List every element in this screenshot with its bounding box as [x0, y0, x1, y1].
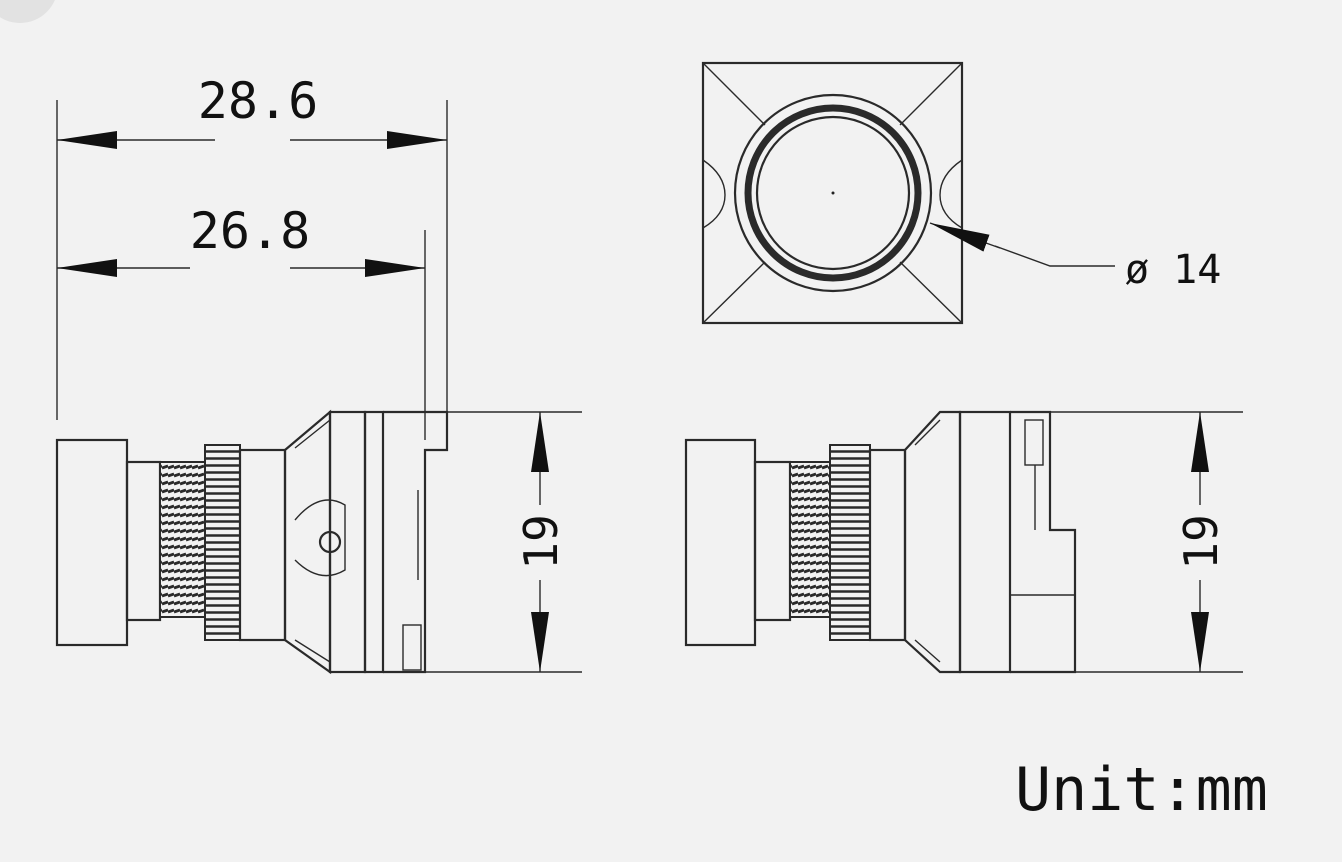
rear-body	[383, 410, 449, 674]
collar	[238, 448, 287, 642]
dim-overall-length: 28.6	[198, 72, 318, 130]
lens-thread	[159, 461, 206, 618]
right-dimensions: 19	[940, 411, 1243, 673]
dim-height-right: 19	[1174, 514, 1228, 569]
body-block	[328, 410, 367, 674]
left-dimensions: 28.6 26.8 19	[56, 72, 582, 673]
focus-ring	[204, 444, 241, 641]
right-side-view	[684, 410, 1077, 674]
corner-circle	[0, 0, 55, 23]
body-taper	[283, 409, 332, 675]
dim-height-left: 19	[514, 514, 568, 569]
left-side-view	[55, 409, 449, 675]
front-housing	[701, 61, 964, 325]
dim-lens-diameter: ø 14	[1125, 247, 1221, 293]
lens-barrel	[125, 460, 162, 622]
front-view: ø 14	[701, 61, 1221, 325]
lens-front	[684, 438, 757, 647]
lens-front	[55, 438, 129, 647]
lens-outer-ring	[733, 93, 933, 293]
dim-body-length: 26.8	[190, 202, 310, 260]
unit-label: Unit:mm	[1015, 755, 1268, 825]
